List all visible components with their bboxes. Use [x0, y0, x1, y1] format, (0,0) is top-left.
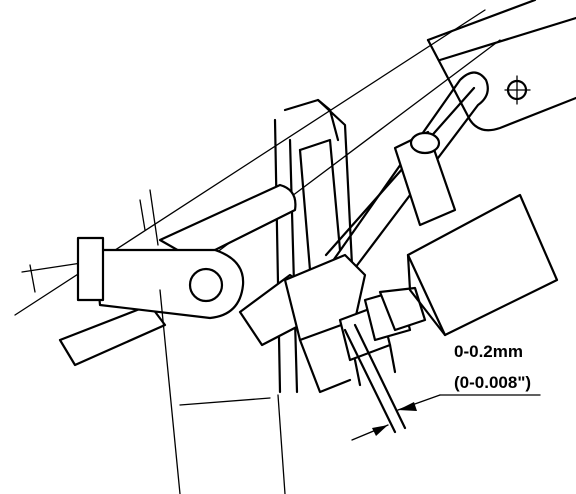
anchor-pin	[393, 130, 457, 227]
lever-arm	[273, 98, 354, 394]
clearance-metric-label: 0-0.2mm	[454, 342, 523, 361]
arrow-icon	[398, 402, 417, 411]
actuator-body	[406, 193, 559, 337]
lower-frame	[159, 289, 286, 494]
clearance-imperial-label: (0-0.008")	[454, 373, 531, 392]
cross-link	[58, 183, 297, 367]
upper-bracket	[426, 0, 576, 132]
clearance-dimension	[351, 394, 541, 441]
arrow-icon	[372, 425, 388, 436]
crosshair-icon	[504, 75, 531, 105]
feeler-gauge	[343, 323, 407, 434]
